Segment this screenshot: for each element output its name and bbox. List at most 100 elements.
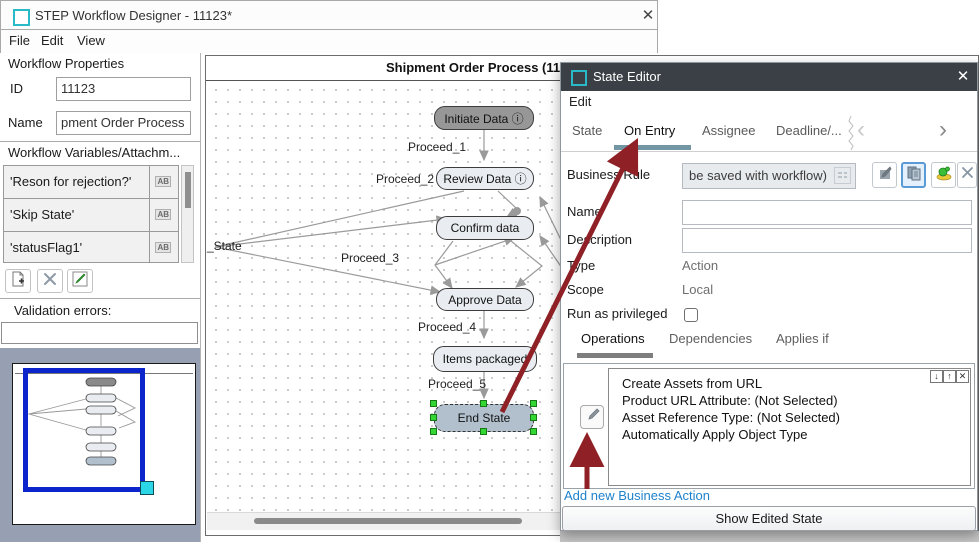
move-up-icon[interactable]: ↑ bbox=[943, 370, 956, 383]
variable-row[interactable]: 'Reson for rejection?' AB bbox=[4, 166, 178, 199]
dialog-menu-edit[interactable]: Edit bbox=[569, 94, 592, 109]
tab-state[interactable]: State bbox=[572, 123, 603, 138]
variables-scrollbar[interactable] bbox=[181, 165, 194, 263]
selection-handle[interactable] bbox=[480, 428, 487, 435]
move-down-icon[interactable]: ↓ bbox=[930, 370, 943, 383]
validation-errors-box[interactable] bbox=[1, 322, 198, 344]
variable-row[interactable]: 'statusFlag1' AB bbox=[4, 232, 178, 262]
tab-on-entry[interactable]: On Entry bbox=[624, 123, 676, 138]
dialog-menubar: Edit bbox=[561, 91, 977, 115]
operations-panel: Create Assets from URL Product URL Attri… bbox=[563, 363, 975, 489]
variable-row[interactable]: 'Skip State' AB bbox=[4, 199, 178, 232]
tab-applies-if[interactable]: Applies if bbox=[776, 331, 829, 346]
selection-handle[interactable] bbox=[530, 414, 537, 421]
close-icon[interactable]: ✕ bbox=[956, 68, 970, 85]
business-rule-field[interactable]: be saved with workflow) bbox=[682, 163, 856, 189]
rule-name-input[interactable] bbox=[682, 200, 972, 225]
variable-name: 'Reson for rejection?' bbox=[10, 174, 132, 189]
clear-x-icon bbox=[961, 166, 974, 184]
divider bbox=[0, 298, 200, 299]
rule-description-input[interactable] bbox=[682, 228, 972, 253]
node-approve-data[interactable]: Approve Data bbox=[436, 288, 534, 311]
scope-label: Scope bbox=[567, 282, 604, 297]
app-icon bbox=[13, 9, 30, 26]
selection-handle[interactable] bbox=[430, 428, 437, 435]
tab-operations[interactable]: Operations bbox=[581, 331, 645, 346]
edit-rule-button[interactable] bbox=[872, 162, 897, 188]
ab-type-icon: AB bbox=[155, 209, 171, 220]
ab-type-icon: AB bbox=[155, 242, 171, 253]
tab-scroll-right-icon[interactable]: › bbox=[939, 116, 947, 143]
variable-name: 'Skip State' bbox=[10, 207, 75, 222]
node-items-packaged[interactable]: Items packaged bbox=[433, 346, 537, 372]
minimap-header bbox=[15, 366, 193, 374]
minimap-resize-handle[interactable] bbox=[140, 481, 154, 495]
selection-handle[interactable] bbox=[480, 400, 487, 407]
selection-handle[interactable] bbox=[530, 428, 537, 435]
node-confirm-data[interactable]: Confirm data bbox=[436, 216, 534, 240]
selection-handle[interactable] bbox=[430, 414, 437, 421]
tab-assignee[interactable]: Assignee bbox=[702, 123, 756, 138]
name-field[interactable]: pment Order Process bbox=[56, 111, 191, 135]
divider bbox=[149, 199, 150, 231]
clear-rule-button[interactable] bbox=[957, 162, 977, 188]
id-field[interactable]: 11123 bbox=[56, 77, 191, 101]
rule-description-label: Description bbox=[567, 232, 633, 247]
divider bbox=[149, 166, 150, 198]
tab-tear-divider bbox=[848, 116, 854, 150]
delete-x-icon bbox=[43, 272, 57, 291]
rule-wizard-button[interactable] bbox=[931, 162, 956, 188]
ab-type-icon: AB bbox=[155, 176, 171, 187]
tab-dependencies[interactable]: Dependencies bbox=[669, 331, 753, 346]
edit-variable-button[interactable] bbox=[67, 269, 93, 293]
run-as-privileged-checkbox[interactable] bbox=[684, 308, 698, 322]
copy-rule-button[interactable] bbox=[901, 162, 926, 188]
add-business-action-link[interactable]: Add new Business Action bbox=[564, 488, 710, 503]
node-review-data[interactable]: Review Data ⓘ bbox=[436, 167, 534, 190]
edge-label-proceed-4: Proceed_4 bbox=[418, 320, 477, 334]
rule-name-label: Name bbox=[567, 204, 602, 219]
scrollbar-thumb[interactable] bbox=[254, 518, 522, 524]
dialog-icon bbox=[571, 70, 587, 86]
dialog-tabs: State On Entry Assignee Deadline/... ‹ › bbox=[561, 114, 977, 152]
edit-operation-button[interactable] bbox=[580, 405, 604, 429]
active-tab-underline bbox=[614, 145, 691, 150]
minimap-page[interactable] bbox=[12, 363, 196, 525]
workflow-properties-panel: Workflow Properties ID 11123 Name pment … bbox=[0, 53, 201, 542]
variables-title: Workflow Variables/Attachm... bbox=[8, 145, 181, 160]
close-icon[interactable]: ✕ bbox=[641, 7, 655, 24]
selection-handle[interactable] bbox=[430, 400, 437, 407]
menu-file[interactable]: File bbox=[9, 33, 30, 48]
tree-picker-icon[interactable] bbox=[834, 167, 851, 184]
add-variable-button[interactable] bbox=[5, 269, 31, 293]
remove-icon[interactable]: ✕ bbox=[956, 370, 969, 383]
menu-edit[interactable]: Edit bbox=[41, 33, 64, 48]
edge-label-proceed-2: Proceed_2 bbox=[376, 172, 435, 186]
edge-label-proceed-3: Proceed_3 bbox=[341, 251, 400, 265]
dialog-titlebar: State Editor ✕ bbox=[561, 63, 977, 91]
scrollbar-thumb[interactable] bbox=[185, 172, 191, 208]
menu-view[interactable]: View bbox=[77, 33, 105, 48]
properties-title: Workflow Properties bbox=[8, 56, 125, 71]
operation-param: Asset Reference Type: (Not Selected) bbox=[622, 410, 840, 425]
id-label: ID bbox=[10, 81, 23, 96]
node-initiate-data[interactable]: Initiate Data ⓘ bbox=[434, 106, 534, 130]
active-inner-tab-underline bbox=[577, 353, 653, 358]
tab-scroll-left-icon[interactable]: ‹ bbox=[857, 116, 865, 143]
run-as-privileged-label: Run as privileged bbox=[567, 306, 668, 321]
hand-with-plugin-icon bbox=[935, 165, 953, 186]
delete-variable-button[interactable] bbox=[37, 269, 63, 293]
state-editor-dialog: State Editor ✕ Edit State On Entry Assig… bbox=[560, 62, 978, 531]
business-rule-label: Business Rule bbox=[567, 167, 651, 182]
minimap-viewport[interactable] bbox=[23, 368, 145, 492]
operation-title: Create Assets from URL bbox=[622, 376, 763, 391]
canvas-title: Shipment Order Process (1112 bbox=[386, 60, 574, 75]
selection-handle[interactable] bbox=[530, 400, 537, 407]
tab-deadline[interactable]: Deadline/... bbox=[776, 123, 842, 138]
validation-errors-label: Validation errors: bbox=[14, 303, 112, 318]
divider bbox=[0, 141, 200, 142]
business-action-item[interactable]: Create Assets from URL Product URL Attri… bbox=[608, 368, 971, 486]
edge-label-proceed-5: Proceed_5 bbox=[428, 377, 487, 391]
menu-bar: File Edit View bbox=[0, 30, 658, 53]
show-edited-state-button[interactable]: Show Edited State bbox=[562, 506, 976, 531]
